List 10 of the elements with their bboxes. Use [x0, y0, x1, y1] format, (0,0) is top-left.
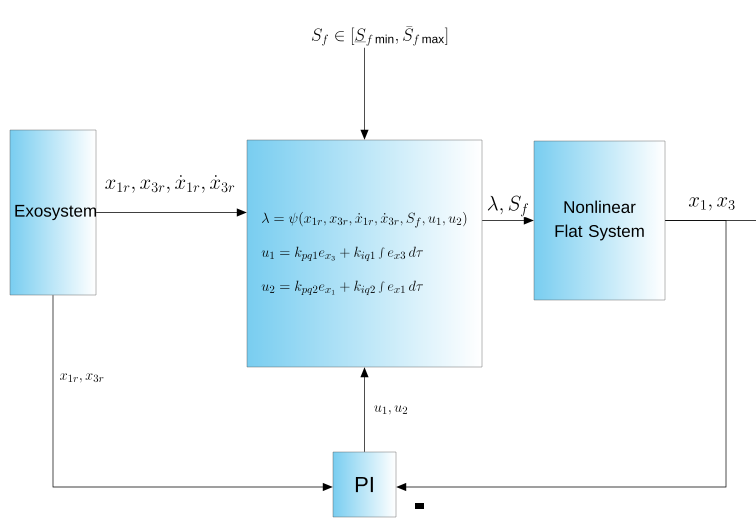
edge-label: $x_1,x_3$	[687, 196, 737, 212]
edge-label: $x_{1r},x_{3r}$	[58, 372, 106, 384]
system-box: Exosystem	[10, 130, 96, 296]
controller-box: $\lambda=\psi(x_{1r},x_{3r},\dot{x}_{1r},\dot{x}_{3r},S_f,u_1,u_2)$ $u_1=k_{pq1}e_{x_3}+k_{iq1}\int e_{x3}\,d\tau$ $u_2=k_{pq2}e_{x_1}+k_{iq2}\int e_{x1}\,d\tau$	[246, 140, 482, 368]
controller-box: PI	[332, 452, 396, 518]
edge-label: $x_{1r},x_{3r},\dot{x}_{1r},\dot{x}_{3r}$	[104, 174, 236, 194]
edge-label: $\lambda,S_f$	[486, 194, 530, 218]
system-box: Nonlinear Flat System	[534, 140, 666, 300]
edge-label: $u_1,u_2$	[372, 404, 410, 416]
constraint-formula: $S_f\in[\underline{S}_{f\min},\bar{S}_{f\max}]$	[312, 26, 448, 46]
